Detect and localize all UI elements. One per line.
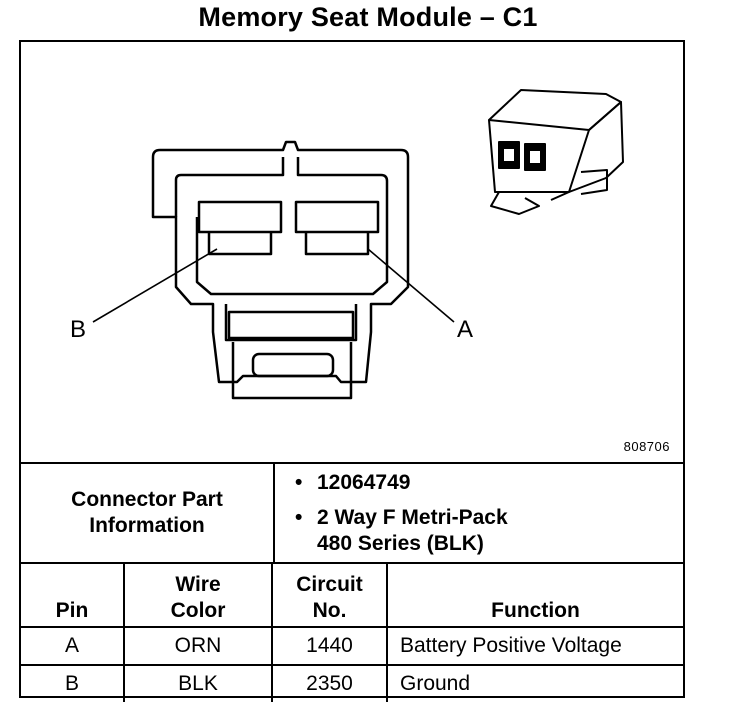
function-cell: Battery Positive Voltage — [386, 626, 683, 666]
iso-latch — [490, 191, 540, 215]
header-pin-text: Pin — [55, 599, 89, 622]
iso-cavity-right-inner — [528, 149, 542, 165]
circuit-cell: 2350 — [271, 664, 388, 702]
connector-face — [151, 140, 410, 400]
connector-info-list: 12064749 2 Way F Metri-Pack 480 Series (… — [275, 464, 683, 562]
figure-number: 808706 — [623, 439, 670, 454]
header-function: Function — [386, 562, 683, 628]
table-row: A ORN 1440 Battery Positive Voltage — [21, 626, 683, 666]
iso-cavity-left-inner — [502, 147, 516, 163]
connector-inner-outline — [174, 157, 389, 296]
lock-tab — [227, 310, 355, 340]
diagram-title: Memory Seat Module – C1 — [198, 2, 538, 32]
header-circuit-line1: Circuit — [296, 573, 363, 596]
circuit-cell: 1440 — [271, 626, 388, 666]
connector-info-row: Connector Part Information 12064749 2 Wa… — [21, 462, 683, 562]
connector-shell-outline — [151, 140, 410, 384]
header-wire-color-line1: Wire — [175, 573, 221, 596]
terminal-cavity-a — [294, 200, 380, 234]
leader-line-b — [92, 248, 218, 323]
lock-latch-slot — [251, 352, 335, 378]
table-row: B BLK 2350 Ground — [21, 664, 683, 702]
header-wire-color-line2: Color — [170, 599, 226, 622]
function-cell: Ground — [386, 664, 683, 702]
connector-info-label-line2: Information — [89, 514, 205, 537]
callout-pin-b: B — [70, 316, 87, 343]
header-function-text: Function — [491, 599, 580, 622]
connector-iso-view — [488, 89, 624, 215]
header-circuit-line2: No. — [312, 599, 347, 622]
lock-tab-frame — [224, 304, 358, 342]
connector-type: 2 Way F Metri-Pack — [317, 506, 508, 529]
callout-pin-a: A — [457, 316, 474, 343]
header-pin: Pin — [21, 562, 125, 628]
terminal-cavity-b — [197, 200, 283, 234]
lock-latch — [231, 342, 353, 400]
part-number: 12064749 — [317, 471, 411, 494]
pin-cell: A — [21, 626, 125, 666]
connector-diagram — [92, 89, 624, 400]
connector-info-item: 12064749 — [295, 470, 683, 496]
iso-body-side — [550, 101, 624, 201]
wire-color-cell: BLK — [123, 664, 273, 702]
wire-color-cell: ORN — [123, 626, 273, 666]
connector-info-label-line1: Connector Part — [71, 488, 223, 511]
iso-rear-tab — [580, 169, 608, 195]
terminal-cavity-a-step — [304, 232, 370, 256]
connector-series: 480 Series (BLK) — [317, 532, 484, 555]
terminal-cavity-b-step — [207, 232, 273, 256]
pin-cell: B — [21, 664, 125, 702]
connector-info-item: 2 Way F Metri-Pack 480 Series (BLK) — [295, 505, 683, 557]
connector-info-label: Connector Part Information — [21, 464, 275, 562]
leader-lines — [92, 248, 455, 323]
leader-line-a — [367, 248, 455, 323]
